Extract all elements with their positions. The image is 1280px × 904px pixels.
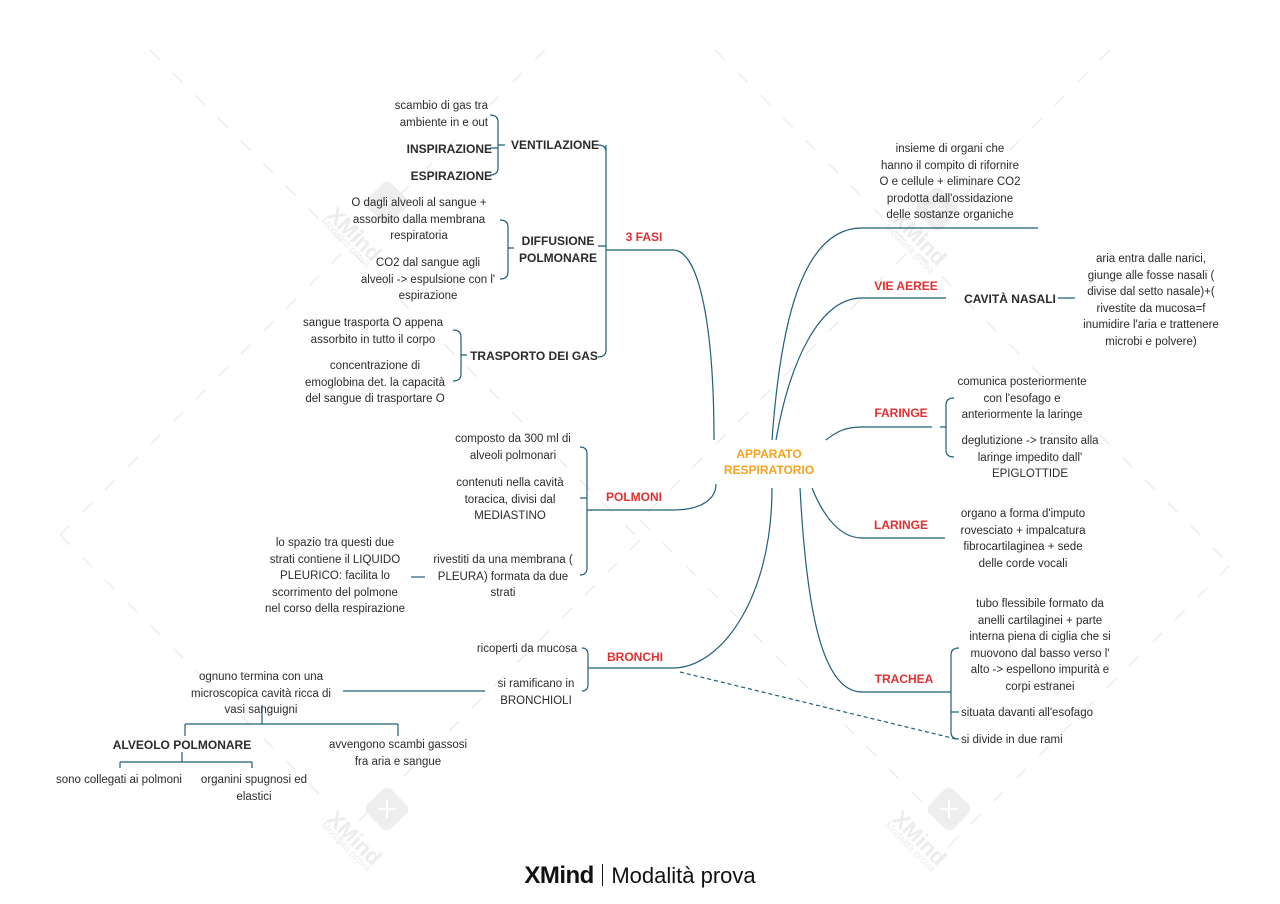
polmoni-c-detail[interactable]: lo spazio tra questi due strati contiene… — [265, 537, 405, 615]
bronchi-b[interactable]: si ramificano in BRONCHIOLI — [497, 678, 575, 707]
espirazione-label[interactable]: ESPIRAZIONE — [410, 169, 492, 183]
alveolo-collegati[interactable]: sono collegati ai polmoni — [56, 774, 182, 786]
inspirazione-label[interactable]: INSPIRAZIONE — [406, 142, 492, 156]
alveolo-polmonare[interactable]: ALVEOLO POLMONARE — [112, 738, 252, 752]
diffusione-co2[interactable]: CO2 dal sangue agli alveoli -> espulsion… — [360, 257, 496, 302]
bronchi-a[interactable]: ricoperti da mucosa — [476, 643, 578, 655]
subtopic-ventilazione[interactable]: VENTILAZIONE — [510, 138, 599, 152]
laringe-a[interactable]: organo a forma d'imputo rovesciato + imp… — [960, 508, 1086, 570]
topic-3-fasi[interactable]: 3 FASI — [625, 230, 663, 244]
alveolo-spugnosi[interactable]: organini spugnosi ed elastici — [200, 774, 308, 803]
trachea-c[interactable]: si divide in due rami — [961, 734, 1063, 746]
trasporto-a[interactable]: sangue trasporta O appena assorbito in t… — [302, 317, 444, 346]
definizione[interactable]: insieme di organi che hanno il compito d… — [879, 143, 1021, 221]
polmoni-b[interactable]: contenuti nella cavità toracica, divisi … — [456, 477, 564, 522]
footer-mode: Modalità prova — [611, 863, 756, 888]
topic-trachea[interactable]: TRACHEA — [874, 672, 934, 686]
polmoni-a[interactable]: composto da 300 ml di alveoli polmonari — [455, 433, 571, 462]
trachea-a[interactable]: tubo flessibile formato da anelli cartil… — [969, 598, 1111, 693]
diffusione-o2[interactable]: O dagli alveoli al sangue + assorbito da… — [351, 197, 487, 242]
subtopic-diffusione-polmonare[interactable]: DIFFUSIONE POLMONARE — [519, 234, 597, 265]
topic-polmoni[interactable]: POLMONI — [606, 490, 662, 504]
footer-brand: XMind — [524, 862, 594, 889]
alveolo-scambi[interactable]: avvengono scambi gassosi fra aria e sang… — [328, 739, 468, 768]
polmoni-c[interactable]: rivestiti da una membrana ( PLEURA) form… — [433, 554, 573, 599]
trasporto-b[interactable]: concentrazione di emoglobina det. la cap… — [304, 360, 445, 405]
subtopic-trasporto-gas[interactable]: TRASPORTO DEI GAS — [470, 349, 598, 363]
trial-footer: XMind Modalità prova — [0, 862, 1280, 890]
footer-separator — [601, 864, 604, 886]
topic-faringe[interactable]: FARINGE — [874, 406, 928, 420]
ventilazione-desc[interactable]: scambio di gas tra ambiente in e out — [394, 100, 488, 129]
faringe-a[interactable]: comunica posteriormente con l'esofago e … — [957, 376, 1087, 421]
cavita-nasali-detail[interactable]: aria entra dalle narici, giunge alle fos… — [1083, 253, 1219, 348]
faringe-b[interactable]: deglutizione -> transito alla laringe im… — [961, 435, 1099, 480]
topic-laringe[interactable]: LARINGE — [874, 518, 928, 532]
bronchioli-detail[interactable]: ognuno termina con una microscopica cavi… — [191, 671, 331, 716]
trachea-b[interactable]: situata davanti all'esofago — [961, 707, 1093, 719]
cavita-nasali[interactable]: CAVITÀ NASALI — [964, 292, 1056, 306]
topic-vie-aeree[interactable]: VIE AEREE — [874, 279, 938, 293]
root-topic[interactable]: APPARATO RESPIRATORIO — [723, 447, 815, 477]
topic-bronchi[interactable]: BRONCHI — [607, 650, 663, 664]
